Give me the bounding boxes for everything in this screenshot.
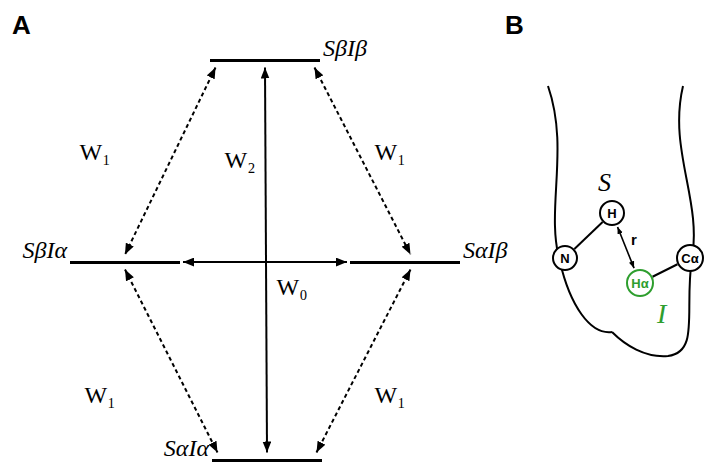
spin-label: S bbox=[598, 168, 611, 198]
atom-symbol: H bbox=[607, 207, 616, 220]
energy-level-bar bbox=[212, 459, 322, 462]
energy-level: SαIβ bbox=[350, 249, 511, 275]
protein-outline bbox=[612, 86, 694, 356]
rate-label: W₁ bbox=[84, 382, 115, 408]
state-label: SβIα bbox=[22, 237, 67, 263]
rate-label: W₁ bbox=[374, 139, 405, 165]
panel-letter: B bbox=[505, 10, 524, 41]
panel-letter: A bbox=[12, 10, 31, 41]
atom-circle: N bbox=[552, 245, 578, 271]
atom-circle: Cα bbox=[676, 244, 704, 272]
energy-level: SβIα bbox=[19, 249, 180, 275]
state-label: SαIα bbox=[164, 435, 209, 461]
atom-symbol: N bbox=[560, 252, 569, 265]
distance-label: r bbox=[631, 232, 637, 249]
energy-level-bar bbox=[350, 261, 460, 264]
rate-label: W₀ bbox=[276, 274, 307, 300]
transition-arrow bbox=[265, 68, 267, 453]
rate-label: W₁ bbox=[79, 139, 110, 165]
spin-label: I bbox=[657, 298, 666, 330]
bond-line bbox=[653, 264, 678, 276]
state-label: SβIβ bbox=[323, 35, 367, 61]
energy-level-bar bbox=[70, 261, 180, 264]
atom-circle: Hα bbox=[626, 269, 654, 297]
energy-level-bar bbox=[210, 59, 320, 62]
state-label: SαIβ bbox=[463, 237, 508, 263]
atom-symbol: Cα bbox=[681, 252, 698, 265]
rate-label: W₁ bbox=[374, 382, 405, 408]
rate-label: W₂ bbox=[224, 147, 255, 173]
transition-arrow bbox=[125, 270, 218, 453]
transition-arrow bbox=[125, 68, 216, 255]
transition-arrow bbox=[317, 270, 411, 453]
transition-arrow bbox=[315, 68, 411, 255]
energy-level: SβIβ bbox=[210, 47, 370, 73]
transition-arrow bbox=[183, 261, 347, 263]
bond-line bbox=[574, 222, 602, 249]
atom-circle: H bbox=[599, 200, 625, 226]
atom-symbol: Hα bbox=[631, 277, 648, 290]
energy-level: SαIα bbox=[161, 447, 322, 470]
